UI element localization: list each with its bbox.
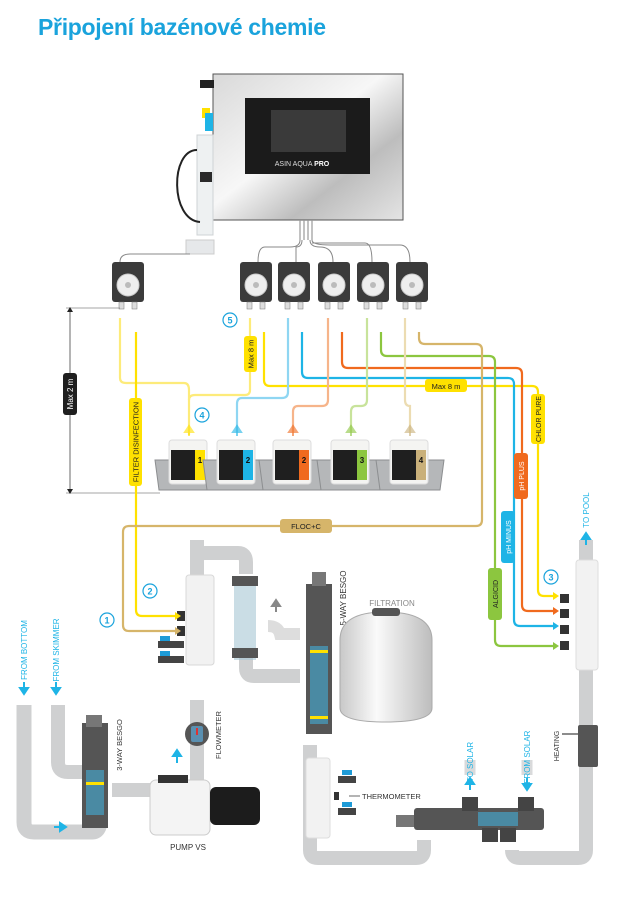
chemical-canisters: 1 2 2 3 4 bbox=[154, 424, 445, 491]
controller-brand: ASIN AQUA bbox=[275, 161, 314, 168]
three-way-label: 3-WAY BESGO bbox=[115, 719, 124, 771]
five-way-label: 5-WAY BESGO bbox=[339, 571, 348, 626]
step-marker: 2 bbox=[142, 583, 158, 599]
filtration-label: FILTRATION bbox=[369, 599, 415, 608]
dosing-pump bbox=[396, 262, 428, 310]
step-marker-number: 4 bbox=[199, 411, 204, 421]
flowmeter: FLOWMETER bbox=[171, 576, 258, 763]
heating-exchanger: HEATING bbox=[554, 725, 598, 767]
heating-label: HEATING bbox=[554, 731, 561, 762]
canister: 3 bbox=[316, 424, 386, 491]
max-8m-horizontal-label: Max 8 m bbox=[432, 382, 461, 391]
step-marker-number: 2 bbox=[147, 587, 152, 597]
page-title: Připojení bazénové chemie bbox=[38, 14, 326, 40]
filter-disinfection-label: FILTER DISINFECTION bbox=[132, 402, 141, 482]
canister-number: 2 bbox=[302, 456, 307, 465]
ph-plus-label: pH PLUS bbox=[519, 461, 526, 491]
canister: 4 bbox=[375, 424, 445, 491]
dosing-pump bbox=[278, 262, 310, 310]
to-pool-label: TO POOL bbox=[582, 492, 591, 528]
canister-number: 1 bbox=[198, 456, 203, 465]
three-way-valve: 3-WAY BESGO bbox=[82, 715, 124, 828]
pipework bbox=[16, 540, 593, 865]
canister-number: 4 bbox=[419, 456, 424, 465]
pump-label: PUMP VS bbox=[170, 843, 206, 852]
from-bottom-label: FROM BOTTOM bbox=[20, 620, 29, 680]
thermometer-manifold: THERMOMETER bbox=[305, 757, 421, 839]
flow-labels: FROM BOTTOM FROM SKIMMER TO POOL TO SOLA… bbox=[18, 492, 592, 833]
thermometer-label: THERMOMETER bbox=[362, 792, 421, 801]
step-marker: 5 bbox=[222, 312, 238, 328]
canister: 2 bbox=[258, 424, 328, 491]
max-8m-vertical-label: Max 8 m bbox=[247, 340, 256, 369]
chemical-lines bbox=[118, 318, 553, 648]
step-markers: 1 2 3 4 5 bbox=[99, 312, 559, 628]
svg-text:ASIN AQUA PRO: ASIN AQUA PRO bbox=[275, 161, 330, 168]
dosing-pump bbox=[318, 262, 350, 310]
five-way-valve: 5-WAY BESGO bbox=[267, 571, 348, 734]
step-marker: 1 bbox=[99, 612, 115, 628]
step-marker: 3 bbox=[543, 569, 559, 585]
filtration-tank: FILTRATION bbox=[339, 599, 433, 723]
flowmeter-label: FLOWMETER bbox=[214, 710, 223, 758]
algicid-label: ALGICID bbox=[493, 580, 500, 608]
step-marker-number: 3 bbox=[548, 573, 553, 583]
chlor-pure-label: CHLOR PURE bbox=[536, 396, 543, 442]
line-arrowheads bbox=[175, 592, 559, 650]
ph-minus-label: pH MINUS bbox=[506, 520, 513, 554]
controller-brand-bold: PRO bbox=[314, 161, 330, 168]
controller-unit: ASIN AQUA PRO bbox=[119, 73, 411, 263]
height-dimension: Max 2 m bbox=[63, 307, 160, 494]
step-marker-number: 1 bbox=[104, 616, 109, 626]
dosing-pump bbox=[240, 262, 272, 310]
from-solar-label: FROM SOLAR bbox=[523, 730, 532, 783]
solar-valve bbox=[396, 797, 544, 842]
canister-number: 3 bbox=[360, 456, 365, 465]
canister: 2 bbox=[202, 424, 272, 491]
from-skimmer-label: FROM SKIMMER bbox=[52, 618, 61, 681]
canister-number: 2 bbox=[246, 456, 251, 465]
left-manifold bbox=[158, 574, 215, 666]
height-max-label: Max 2 m bbox=[66, 378, 75, 409]
line-labels: FILTER DISINFECTION Max 8 m Max 8 m CHLO… bbox=[129, 336, 545, 620]
dosing-pumps bbox=[112, 262, 428, 310]
step-marker: 4 bbox=[194, 407, 210, 423]
controller-screen bbox=[271, 110, 346, 152]
step-marker-number: 5 bbox=[227, 316, 232, 326]
pool-manifold bbox=[560, 559, 599, 671]
to-solar-label: TO SOLAR bbox=[466, 742, 475, 783]
dosing-pump bbox=[357, 262, 389, 310]
dosing-pump bbox=[112, 262, 144, 310]
pump: PUMP VS bbox=[149, 775, 260, 852]
floc-label: FLOC+C bbox=[291, 522, 321, 531]
